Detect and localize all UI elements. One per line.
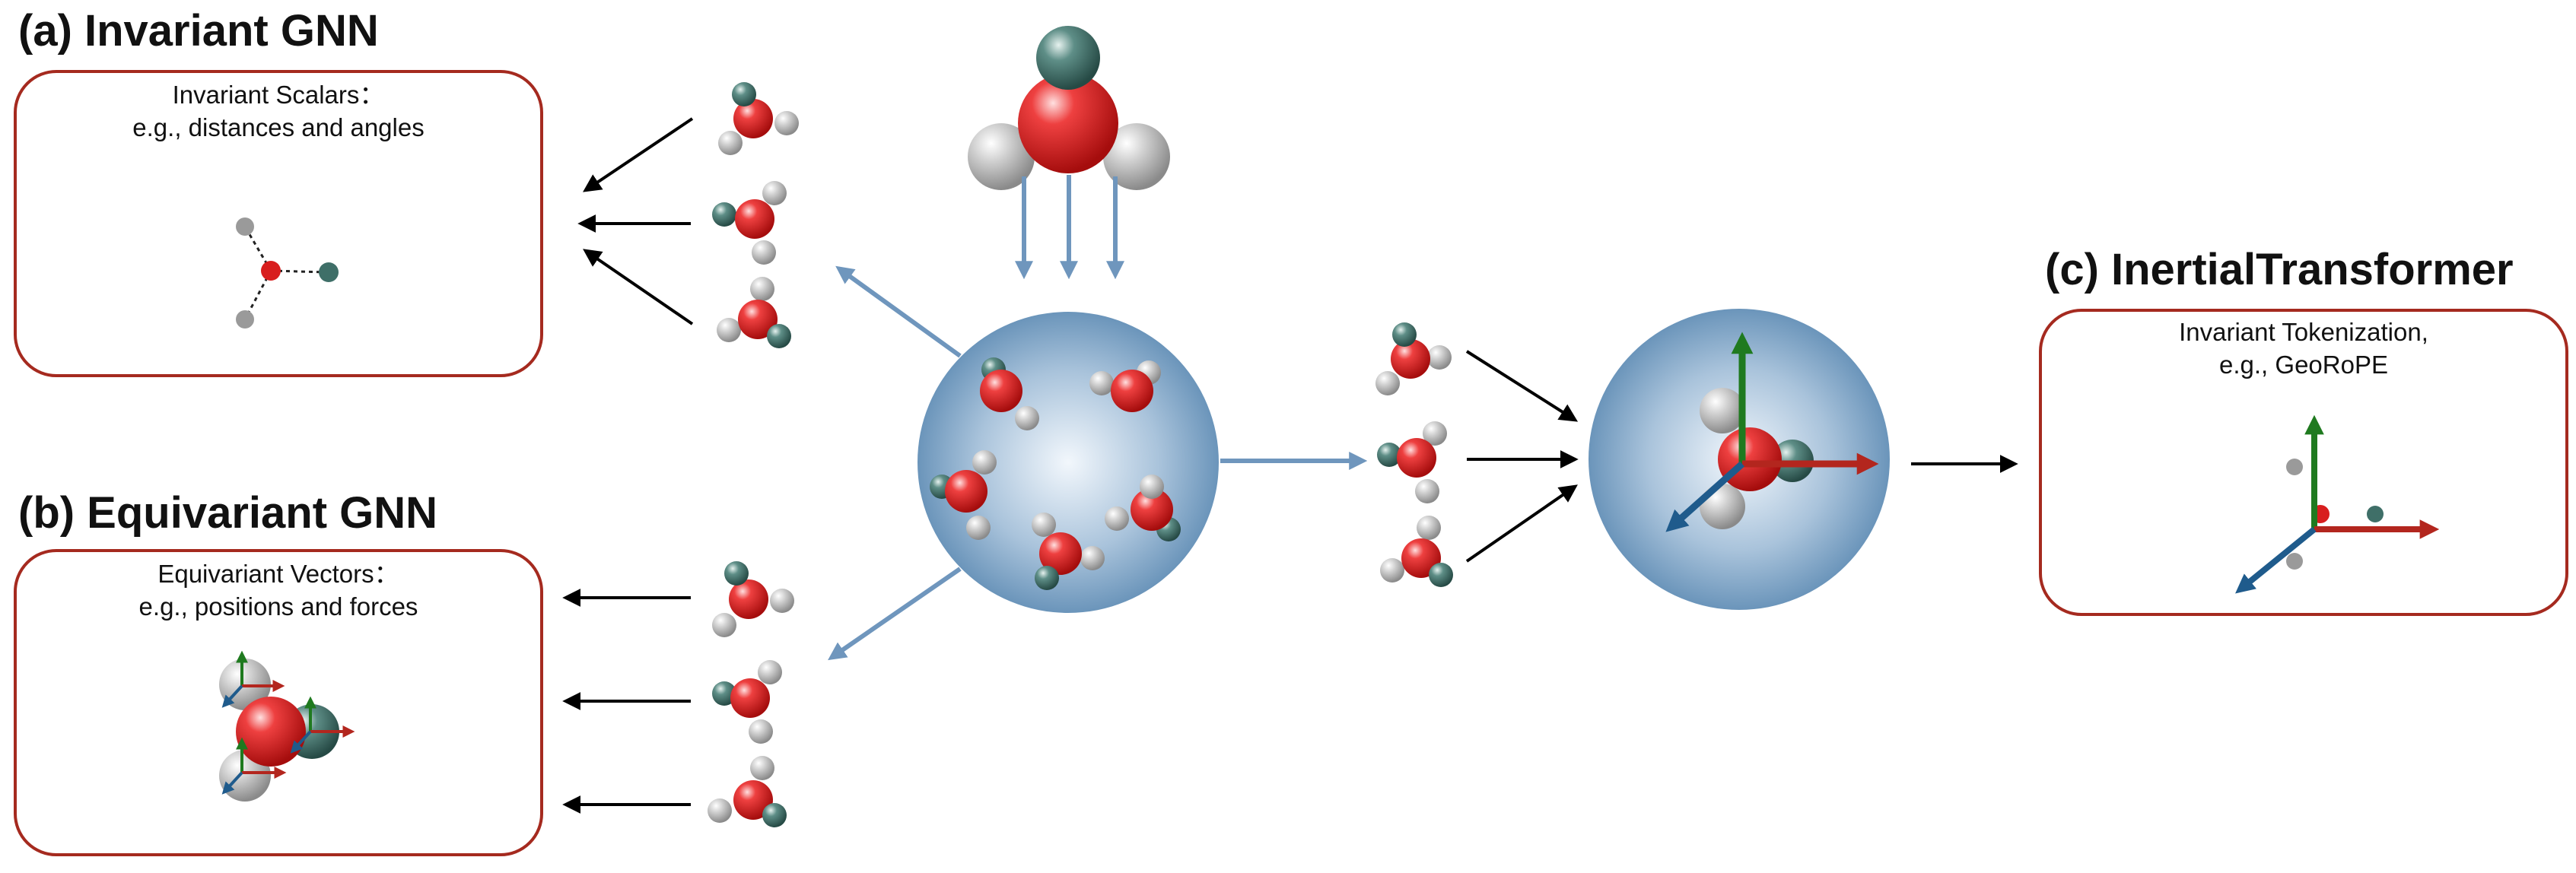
inertial-sphere-icon — [1589, 309, 1890, 610]
water-molecule-icon — [717, 277, 791, 348]
water-molecule-icon — [708, 756, 787, 827]
water-molecule-icon — [1375, 322, 1452, 395]
equivariant-vector-sketch — [219, 650, 355, 802]
water-molecule-icon — [712, 181, 787, 265]
panel-c-line1: Invariant Tokenization, — [2179, 318, 2428, 346]
panel-b-line2: e.g., positions and forces — [138, 592, 418, 621]
panel-c-box: Invariant Tokenization, e.g., GeoRoPE — [2039, 309, 2568, 616]
invariant-scalar-sketch — [236, 217, 339, 329]
panel-c-caption: Invariant Tokenization, e.g., GeoRoPE — [2042, 316, 2565, 382]
panel-a-title: (a) Invariant GNN — [18, 6, 379, 56]
water-molecule-icon — [980, 357, 1039, 430]
arrows-to-panel-b — [562, 589, 691, 814]
arrows-to-inertial-sphere — [1465, 350, 1579, 563]
panel-a-caption: Invariant Scalars： e.g., distances and a… — [17, 79, 540, 144]
panel-c-line2: e.g., GeoRoPE — [2219, 350, 2388, 379]
panel-b-title: (b) Equivariant GNN — [18, 488, 438, 538]
flow-arrows-down — [1015, 175, 1124, 280]
panel-a-box: Invariant Scalars： e.g., distances and a… — [14, 70, 543, 377]
water-molecule-icon — [968, 26, 1170, 190]
molecule-sphere-icon — [918, 312, 1219, 613]
water-molecule-icon — [930, 450, 997, 540]
inertial-frame-sketch — [2235, 414, 2440, 594]
water-molecule-icon — [1105, 475, 1181, 541]
water-molecule-icon — [718, 82, 799, 155]
arrows-to-panel-a — [577, 117, 694, 325]
flow-arrows-out — [828, 265, 1368, 661]
water-molecule-icon — [712, 660, 782, 744]
panel-a-line2: e.g., distances and angles — [132, 113, 425, 141]
water-molecule-icon — [712, 561, 794, 637]
panel-a-line1: Invariant Scalars： — [172, 81, 385, 109]
water-molecule-icon — [1089, 360, 1161, 412]
water-molecule-icon — [1032, 513, 1105, 590]
water-molecule-icon — [1377, 421, 1447, 503]
panel-b-box: Equivariant Vectors： e.g., positions and… — [14, 549, 543, 856]
water-molecule-icon — [1380, 516, 1453, 587]
panel-b-caption: Equivariant Vectors： e.g., positions and… — [17, 558, 540, 624]
panel-c-title: (c) InertialTransformer — [2045, 245, 2514, 294]
panel-b-line1: Equivariant Vectors： — [157, 560, 399, 588]
